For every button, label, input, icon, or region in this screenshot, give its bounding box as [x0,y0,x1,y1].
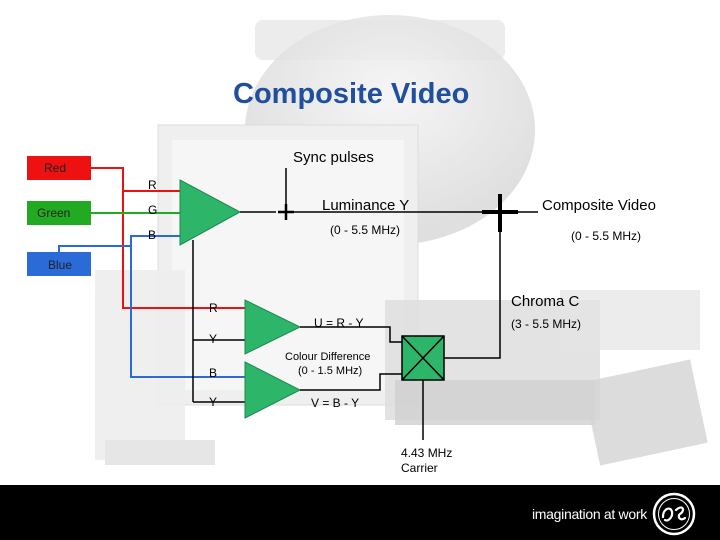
red-input-box [27,156,91,180]
colour-difference-range: (0 - 1.5 MHz) [298,365,363,377]
colour-difference-label: Colour Difference [285,351,371,363]
pin-y-bottom-2: Y [209,395,218,409]
green-input-box [27,201,91,225]
u-equation: U = R - Y [314,316,364,330]
v-equation: V = B - Y [311,396,360,410]
green-input-label: Green [37,206,71,220]
footer-bar [0,485,720,540]
matrix-amplifier [179,179,242,246]
output-label: Composite Video [542,197,656,214]
blue-input-box [27,252,91,276]
red-input-label: Red [44,161,67,175]
chroma-range: (3 - 5.5 MHz) [511,317,582,331]
v-amplifier [244,361,302,419]
carrier-label: Carrier [401,461,438,475]
luminance-label: Luminance Y [322,197,410,214]
pin-g-top: G [148,203,158,217]
ge-logo-icon [652,492,696,536]
pin-b-top: B [148,228,157,242]
pin-y-bottom-1: Y [209,332,218,346]
page-title: Composite Video [233,78,470,110]
sync-pulses-label: Sync pulses [293,149,374,166]
blue-input-label: Blue [48,258,73,272]
carrier-frequency: 4.43 MHz [401,446,453,460]
diagram-lines [27,156,538,440]
pin-b-bottom: B [209,366,218,380]
pin-r-top: R [148,178,157,192]
pin-r-bottom: R [209,301,218,315]
tagline: imagination at work [532,506,647,522]
chroma-label: Chroma C [511,293,580,310]
u-amplifier [244,299,302,355]
luminance-range: (0 - 5.5 MHz) [330,223,401,237]
output-range: (0 - 5.5 MHz) [571,229,642,243]
background-photo [95,15,708,466]
